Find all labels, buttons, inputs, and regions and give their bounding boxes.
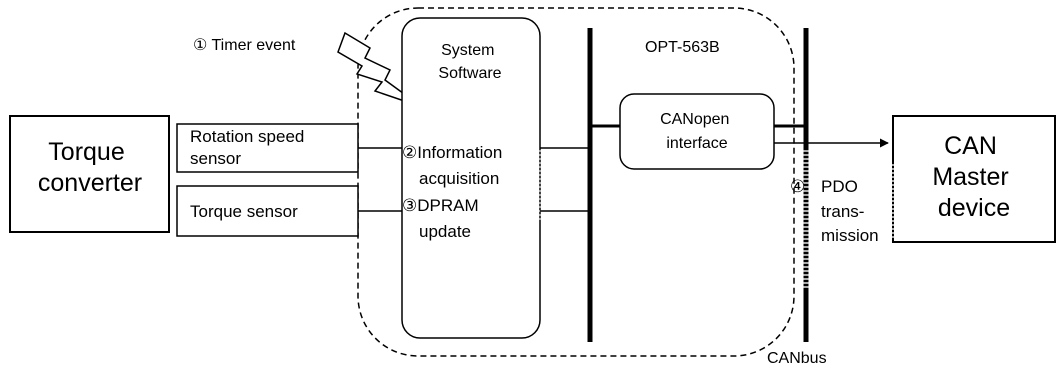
canopen-line-2: interface bbox=[666, 135, 727, 152]
can-master-line-2: Master bbox=[932, 163, 1008, 191]
step3-label: ③DPRAM update bbox=[402, 196, 483, 241]
step3-line-1: ③DPRAM bbox=[402, 196, 479, 215]
rotation-speed-sensor-label: Rotation speed sensor bbox=[190, 127, 309, 168]
torque-converter-line-1: Torque bbox=[48, 138, 124, 166]
opt563b-boundary bbox=[357, 7, 795, 357]
step2-line-1: ②Information bbox=[402, 143, 502, 162]
torque-converter-line-2: converter bbox=[38, 169, 142, 197]
system-software-line-2: Software bbox=[438, 65, 501, 82]
system-software-label: System Software bbox=[438, 42, 501, 82]
rotation-sensor-line-1: Rotation speed bbox=[190, 127, 304, 146]
can-master-line-1: CAN bbox=[944, 132, 997, 160]
torque-sensor-label: Torque sensor bbox=[190, 202, 298, 221]
torque-converter-box bbox=[9, 115, 170, 233]
can-master-box bbox=[892, 115, 1056, 243]
can-master-line-3: device bbox=[938, 194, 1010, 222]
torque-sensor-box bbox=[176, 185, 359, 237]
step3-line-2: update bbox=[419, 222, 471, 241]
step4-line-3: mission bbox=[821, 226, 879, 245]
step4-label: ④ PDO trans- mission bbox=[790, 177, 879, 245]
torque-converter-label: Torque converter bbox=[38, 138, 142, 197]
canopen-interface-box bbox=[619, 93, 775, 170]
timer-event-label: ① Timer event bbox=[193, 37, 296, 54]
rotation-sensor-line-2: sensor bbox=[190, 149, 241, 168]
step4-line-1: PDO bbox=[821, 177, 858, 196]
canbus-label: CANbus bbox=[767, 350, 827, 367]
step4-line-2: trans- bbox=[821, 202, 864, 221]
lightning-bolt-icon bbox=[337, 31, 423, 108]
rotation-speed-sensor-box bbox=[176, 123, 359, 173]
step2-line-2: acquisition bbox=[419, 169, 499, 188]
can-master-label: CAN Master device bbox=[932, 132, 1015, 222]
canopen-line-1: CANopen bbox=[660, 111, 729, 128]
step2-label: ②Information acquisition bbox=[402, 143, 507, 188]
canopen-interface-label: CANopen interface bbox=[660, 111, 734, 152]
step4-number: ④ bbox=[790, 177, 805, 196]
system-software-line-1: System bbox=[441, 42, 494, 59]
device-name-label: OPT-563B bbox=[645, 39, 720, 56]
